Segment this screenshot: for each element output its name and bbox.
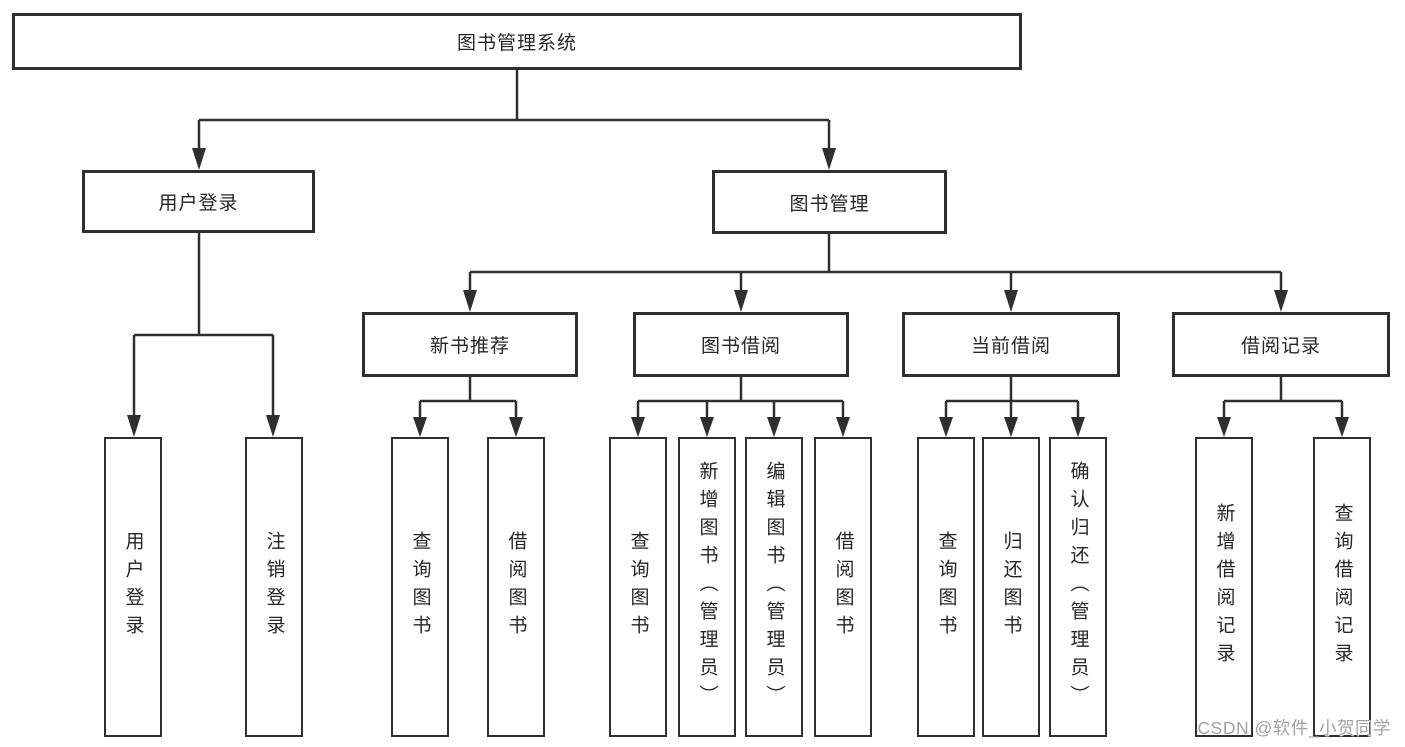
- leaf-borrow-books-2: 借阅图书: [814, 437, 872, 737]
- leaf-add-books-admin: 新增图书（管理员）: [678, 437, 736, 737]
- leaf-return-books: 归还图书: [982, 437, 1040, 737]
- node-current-borrowing: 当前借阅: [902, 312, 1120, 377]
- connector-root-to-level2: [192, 70, 836, 170]
- node-book-borrowing: 图书借阅: [633, 312, 849, 377]
- connector-current-to-leaves: [939, 377, 1085, 437]
- connector-borrow-to-leaves: [631, 377, 850, 437]
- leaf-query-books-3: 查询图书: [917, 437, 975, 737]
- leaf-borrow-books-1: 借阅图书: [487, 437, 545, 737]
- leaf-query-books-2: 查询图书: [609, 437, 667, 737]
- csdn-watermark: CSDN @软件_小贺同学: [1197, 718, 1391, 738]
- node-borrowing-records: 借阅记录: [1172, 312, 1390, 377]
- leaf-add-borrow-record: 新增借阅记录: [1195, 437, 1253, 737]
- connector-history-to-leaves: [1217, 377, 1349, 437]
- leaf-query-books-1: 查询图书: [391, 437, 449, 737]
- leaf-user-login: 用户登录: [104, 437, 162, 737]
- leaf-query-borrow-record: 查询借阅记录: [1313, 437, 1371, 737]
- node-library-management-system: 图书管理系统: [12, 13, 1022, 70]
- node-book-management: 图书管理: [712, 170, 947, 234]
- leaf-logout: 注销登录: [245, 437, 303, 737]
- node-user-login: 用户登录: [82, 170, 315, 233]
- leaf-confirm-return-admin: 确认归还（管理员）: [1049, 437, 1107, 737]
- leaf-edit-books-admin: 编辑图书（管理员）: [745, 437, 803, 737]
- connector-newrec-to-leaves: [413, 377, 523, 437]
- connector-login-to-leaves: [127, 233, 280, 437]
- connector-books-to-level3: [463, 234, 1288, 312]
- node-new-book-recommendation: 新书推荐: [362, 312, 578, 377]
